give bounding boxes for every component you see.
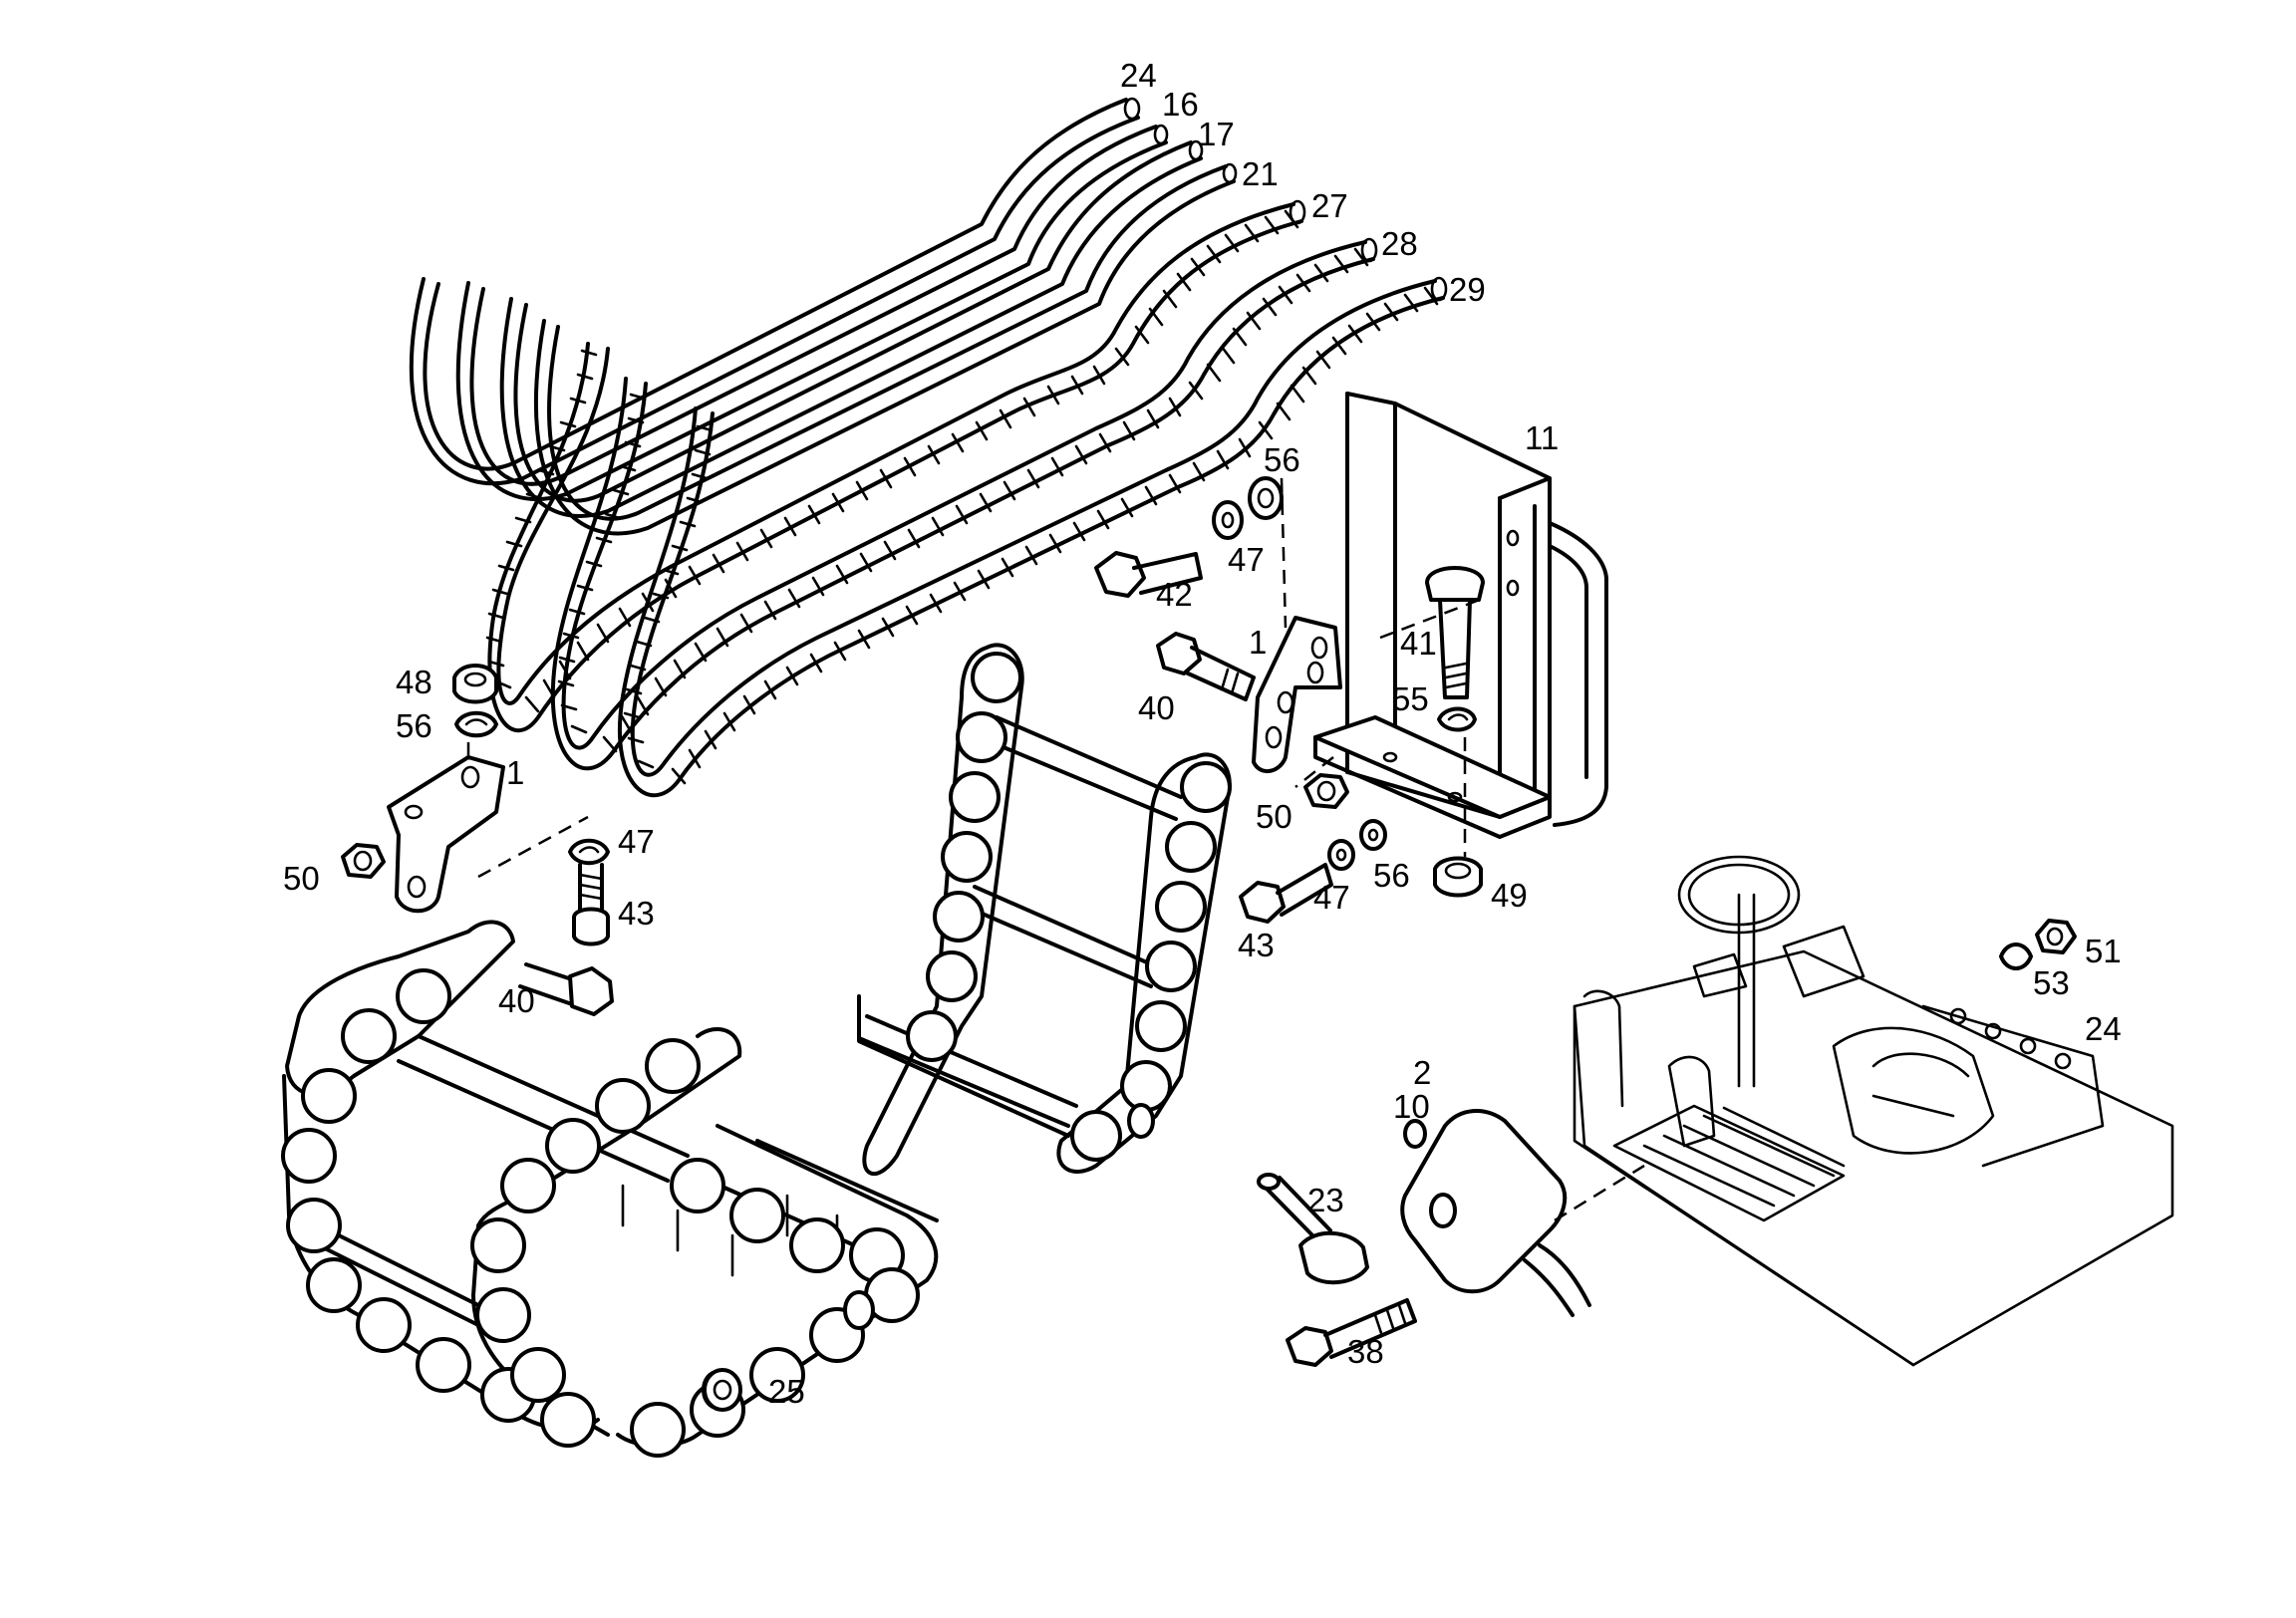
hose-28 <box>550 237 1378 771</box>
callout-28: 28 <box>1381 225 1418 262</box>
braided-hoses <box>485 199 1448 798</box>
hose-17 <box>499 139 1204 518</box>
clamp-plate-upper <box>1252 616 1342 773</box>
callout-50-upper: 50 <box>1256 798 1292 835</box>
nut-48 <box>452 664 498 704</box>
bolt-42 <box>1094 551 1203 598</box>
callout-53: 53 <box>2033 964 2070 1001</box>
callout-55: 55 <box>1392 680 1429 717</box>
callout-49: 49 <box>1491 877 1528 914</box>
washer-56a <box>1248 476 1284 520</box>
callout-50-left: 50 <box>283 860 320 897</box>
callout-41: 41 <box>1400 625 1437 662</box>
washer-56b <box>1359 819 1387 851</box>
callout-48: 48 <box>396 664 432 700</box>
callout-56-lower-right: 56 <box>1373 857 1410 894</box>
callout-51: 51 <box>2085 933 2122 969</box>
callout-17: 17 <box>1198 116 1235 152</box>
cable-chain-upright <box>857 643 1232 1177</box>
hose-bundle <box>409 97 1238 536</box>
nut-51 <box>2035 919 2077 954</box>
callout-1-lower: 1 <box>506 754 524 791</box>
roller-25 <box>703 1368 742 1412</box>
nut-50b <box>341 843 386 879</box>
washer-56c <box>454 710 498 738</box>
callout-25: 25 <box>768 1373 805 1410</box>
bolt-40a <box>1156 632 1256 701</box>
leader-lines <box>466 477 1486 879</box>
connector-10 <box>1400 1108 1645 1317</box>
callout-10: 10 <box>1393 1088 1430 1125</box>
callout-43-left: 43 <box>618 895 655 932</box>
callout-42: 42 <box>1156 576 1193 613</box>
callout-56-left: 56 <box>396 707 432 744</box>
hose-29 <box>618 276 1448 798</box>
callout-47-left: 47 <box>618 823 655 860</box>
callout-1-upper: 1 <box>1249 624 1267 661</box>
nut-49 <box>1433 856 1483 898</box>
callout-40-left: 40 <box>498 982 535 1019</box>
bolt-43b <box>572 863 610 946</box>
washer-55 <box>1437 706 1477 732</box>
cable-chain-folded <box>281 920 939 1458</box>
callout-47-lower-right: 47 <box>1313 879 1350 916</box>
callout-38: 38 <box>1347 1333 1384 1370</box>
washer-47c <box>568 838 610 866</box>
callout-24-hose: 24 <box>1120 57 1157 94</box>
callout-21: 21 <box>1242 155 1279 192</box>
machine-cab <box>1573 855 2174 1367</box>
callout-24-cab: 24 <box>2085 1010 2122 1047</box>
bolt-38 <box>1286 1298 1417 1367</box>
washer-53 <box>1999 943 2033 970</box>
callout-16: 16 <box>1162 86 1199 123</box>
clamp-plate-lower <box>387 755 505 914</box>
bolt-40b <box>518 962 614 1016</box>
callout-43-upper: 43 <box>1238 927 1275 963</box>
washer-47b <box>1327 839 1355 871</box>
callout-47-upper: 47 <box>1228 541 1265 578</box>
callout-labels: 24 16 17 21 27 28 29 11 56 47 42 1 41 40… <box>283 57 2122 1410</box>
plug-23 <box>1257 1173 1369 1285</box>
callout-40-upper: 40 <box>1138 689 1175 726</box>
callout-11: 11 <box>1525 419 1559 456</box>
bolt-41 <box>1425 566 1485 699</box>
callout-29: 29 <box>1449 271 1486 308</box>
bracket-11 <box>1313 392 1608 839</box>
callout-2: 2 <box>1413 1054 1431 1091</box>
callout-23: 23 <box>1307 1182 1344 1218</box>
nut-50a <box>1303 773 1349 809</box>
hose-21 <box>534 162 1238 536</box>
washer-47a <box>1212 500 1244 540</box>
callout-56-upper: 56 <box>1264 441 1300 478</box>
bolt-43a <box>1239 863 1333 924</box>
callout-27: 27 <box>1311 187 1348 224</box>
